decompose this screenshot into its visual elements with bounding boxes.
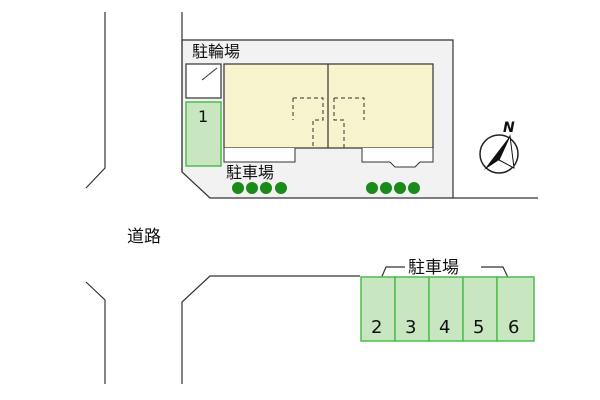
parking-space-4 bbox=[428, 276, 464, 342]
road-edge-left-upper bbox=[85, 12, 106, 189]
parking-space-3 bbox=[394, 276, 430, 342]
shrub bbox=[366, 182, 378, 194]
bicycle-parking-diagonal bbox=[201, 67, 218, 81]
road-label: 道路 bbox=[127, 227, 161, 247]
shrubs-right bbox=[366, 182, 420, 194]
compass-needle-tail-icon bbox=[498, 134, 515, 169]
shrub bbox=[232, 182, 244, 194]
parking-lot-top-label: 駐車場 bbox=[226, 163, 274, 182]
shrub bbox=[408, 182, 420, 194]
interior-stair-right bbox=[334, 97, 365, 120]
parking-space-3-label: 3 bbox=[405, 317, 416, 338]
parking-space-6-label: 6 bbox=[508, 317, 519, 338]
shrub bbox=[260, 182, 272, 194]
interior-stair-right-inner bbox=[333, 98, 345, 148]
parking-spaces-bottom: 2 3 4 5 6 bbox=[360, 276, 535, 342]
parking-space-2 bbox=[360, 276, 396, 342]
interior-stair-left bbox=[293, 97, 324, 148]
building-footprint-right bbox=[361, 148, 434, 168]
road-edge-center-lower bbox=[181, 275, 360, 384]
compass-needle-icon bbox=[484, 136, 510, 170]
parking-space-6 bbox=[496, 276, 535, 342]
parking-space-4-label: 4 bbox=[439, 317, 450, 338]
shrubs-left bbox=[232, 182, 287, 194]
shrub bbox=[275, 182, 287, 194]
parking-space-1 bbox=[185, 101, 222, 167]
road-edge-left-lower bbox=[85, 281, 106, 384]
shrub bbox=[380, 182, 392, 194]
compass: N bbox=[479, 120, 519, 174]
parking-space-5-label: 5 bbox=[473, 317, 484, 338]
building-footprint-left bbox=[223, 148, 296, 163]
bicycle-parking-label: 駐輪場 bbox=[192, 42, 240, 61]
parking-lot-bottom-label: 駐車場 bbox=[408, 258, 459, 278]
shrub bbox=[246, 182, 258, 194]
parking-space-1-label: 1 bbox=[198, 107, 208, 126]
compass-north-label: N bbox=[503, 120, 515, 136]
parking-space-2-label: 2 bbox=[371, 317, 382, 338]
shrub bbox=[394, 182, 406, 194]
